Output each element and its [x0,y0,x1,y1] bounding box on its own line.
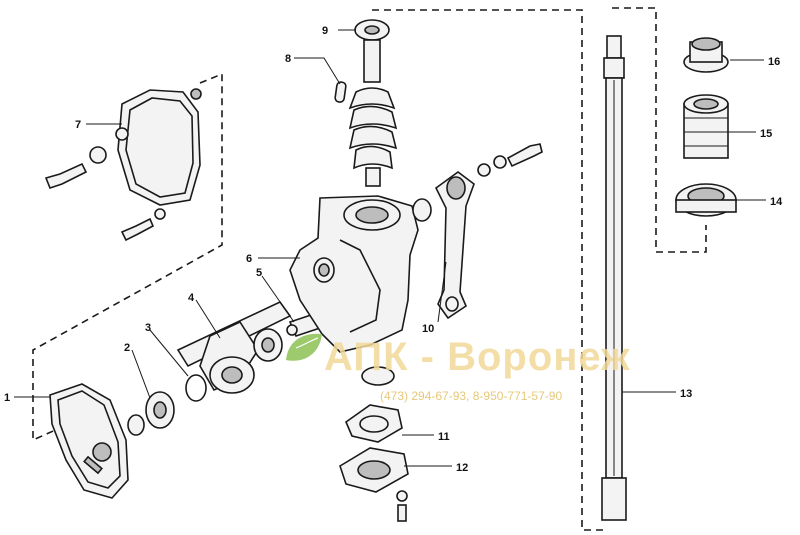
part-2-bearing [127,391,175,436]
part-10-pitman-arm [412,143,543,320]
callout-16: 16 [768,56,780,68]
callout-7: 7 [75,119,81,131]
part-6-housing [289,195,419,353]
callout-13: 13 [680,388,692,400]
callout-11: 11 [438,431,450,443]
callout-10: 10 [422,323,434,335]
part-1-front-cover [49,383,129,499]
callout-15: 15 [760,128,772,140]
callout-2: 2 [124,342,130,354]
watermark: АПК - Воронеж (473) 294-67-93, 8-950-771… [286,333,631,403]
callout-3: 3 [145,322,151,334]
part-15-bushing [683,94,729,159]
part-8-key [334,81,347,103]
part-13-steering-shaft [601,35,627,521]
callout-1: 1 [4,392,10,404]
watermark-phones: (473) 294-67-93, 8-950-771-57-90 [380,389,562,403]
callout-5: 5 [256,267,262,279]
part-12-lower-cover [339,447,409,522]
assembly-guide-lines [32,7,707,531]
part-7-side-cover [44,88,202,242]
callout-4: 4 [188,292,195,304]
part-16-nut [683,37,729,73]
part-4-sector-shaft [176,300,292,394]
part-11-lower-gasket [345,366,403,443]
leaf-logo-icon [286,333,322,361]
callout-14: 14 [770,196,783,208]
leader-lines [14,29,766,467]
part-3-lock-ring [185,374,207,402]
callout-12: 12 [456,462,468,474]
part-9-worm-shaft [348,19,398,187]
callout-labels: 1 2 3 4 5 6 7 8 9 10 11 12 13 14 15 16 [4,25,783,474]
watermark-title: АПК - Воронеж [324,335,631,379]
part-14-lock-nut [675,183,737,217]
callout-9: 9 [322,25,328,37]
callout-6: 6 [246,253,252,265]
callout-8: 8 [285,53,291,65]
